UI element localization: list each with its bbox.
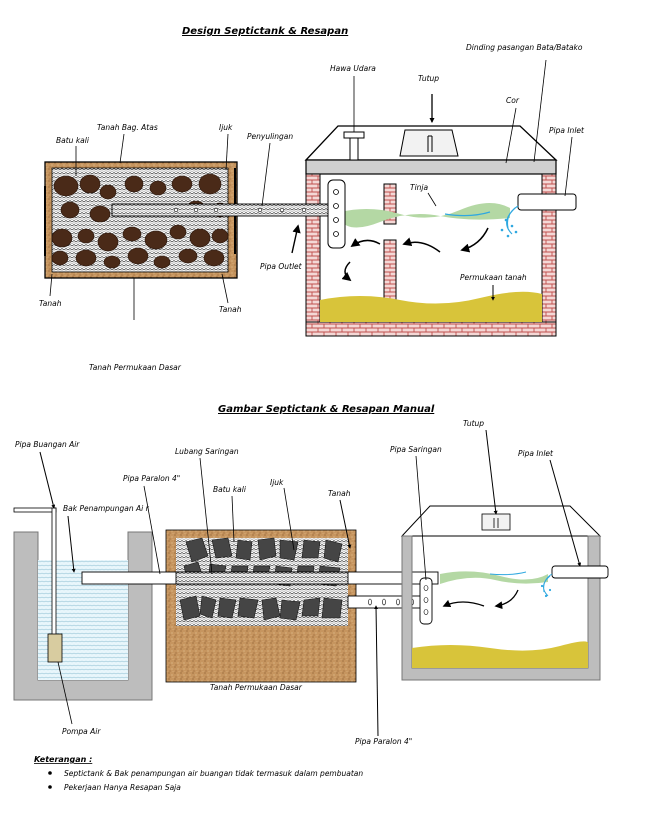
- inflow-splash: [506, 205, 519, 235]
- flow-arrow-1: [460, 227, 489, 253]
- label-filter-pipe: Pipa Saringan: [390, 445, 442, 454]
- top-septic-tank: [304, 125, 577, 337]
- top-absorption-pit: [44, 161, 329, 279]
- label-inlet-pipe: Pipa Inlet: [549, 126, 585, 135]
- notes-title: Keterangan :: [34, 755, 92, 764]
- floor-brick: [305, 321, 557, 337]
- water-pump: [47, 633, 63, 663]
- label-collector-tank: Bak Penampungan Ai r: [63, 504, 150, 513]
- label-inlet-pipe-bottom: Pipa Inlet: [518, 449, 554, 458]
- label-filtering: Penyulingan: [247, 132, 293, 141]
- label-fiber: Ijuk: [219, 123, 233, 132]
- drain-pipe: [51, 507, 57, 639]
- sludge-layer: [320, 291, 542, 322]
- label-cover: Tutup: [418, 74, 439, 83]
- label-soil-bottom: Tanah: [219, 305, 242, 314]
- concrete-slab: [305, 159, 557, 175]
- bottom-diagram-title: Gambar Septictank & Resapan Manual: [218, 404, 435, 415]
- collector-tank: [13, 507, 153, 701]
- label-base-soil-bottom: Tanah Permukaan Dasar: [210, 683, 303, 692]
- paralon-pipe-right: [347, 595, 429, 609]
- label-paralon-top: Pipa Paralon 4": [123, 474, 180, 483]
- notes-section: Keterangan : Septictank & Bak penampunga…: [34, 755, 363, 792]
- scum-bottom: [440, 571, 548, 584]
- flow-arrow-3: [350, 238, 381, 248]
- paralon-pipe-filter-section: [175, 571, 349, 585]
- label-top-soil: Tanah Bag. Atas: [97, 123, 158, 132]
- label-air-vent: Hawa Udara: [330, 64, 376, 73]
- left-brick-wall: [305, 173, 321, 337]
- label-wall: Dinding pasangan Bata/Batako: [466, 43, 583, 52]
- top-labels: Dinding pasangan Bata/Batako Hawa Udara …: [39, 43, 585, 372]
- scum-layer: [340, 202, 510, 228]
- gravel-rocks: [51, 173, 229, 269]
- label-soil-left: Tanah: [39, 299, 62, 308]
- flow-arrow-4: [341, 261, 352, 282]
- inlet-pipe: [517, 193, 577, 211]
- flow-arrow-2: [402, 237, 441, 253]
- bottom-septic-tank: [400, 505, 609, 681]
- label-base-soil: Tanah Permukaan Dasar: [89, 363, 182, 372]
- cover-handle: [427, 135, 433, 152]
- top-diagram-title: Design Septictank & Resapan: [182, 26, 348, 37]
- note-item-1: Septictank & Bak penampungan air buangan…: [64, 769, 363, 778]
- inlet-pipe-bottom: [551, 565, 609, 579]
- sludge-bottom: [412, 641, 589, 668]
- label-drain-pipe: Pipa Buangan Air: [15, 440, 80, 449]
- bullet-icon: [48, 785, 52, 789]
- bottom-absorption-pit: [81, 529, 439, 683]
- label-gravel: Batu kali: [56, 136, 90, 145]
- label-concrete: Cor: [506, 96, 520, 105]
- label-gravel-bottom: Batu kali: [213, 485, 247, 494]
- label-ground-surface: Permukaan tanah: [460, 273, 527, 282]
- note-item-2: Pekerjaan Hanya Resapan Saja: [64, 783, 181, 792]
- label-cover-bottom: Tutup: [463, 419, 484, 428]
- label-outlet-pipe: Pipa Outlet: [260, 262, 303, 271]
- label-paralon-bottom: Pipa Paralon 4": [355, 737, 412, 746]
- bullet-icon: [48, 771, 52, 775]
- drain-pipe-top: [13, 507, 57, 513]
- label-filter-hole: Lubang Saringan: [175, 447, 239, 456]
- label-feces: Tinja: [410, 183, 429, 192]
- label-fiber-bottom: Ijuk: [270, 478, 284, 487]
- tank-body: [401, 535, 601, 681]
- filter-pipe-top: [111, 203, 329, 217]
- label-soil-bottom-diagram: Tanah: [328, 489, 351, 498]
- bottom-labels: Tutup Pipa Buangan Air Pipa Saringan Pip…: [15, 419, 582, 746]
- label-pump: Pompa Air: [62, 727, 101, 736]
- vent-cap: [343, 131, 365, 139]
- tank-cover: [399, 129, 459, 157]
- cover-bottom: [481, 513, 511, 531]
